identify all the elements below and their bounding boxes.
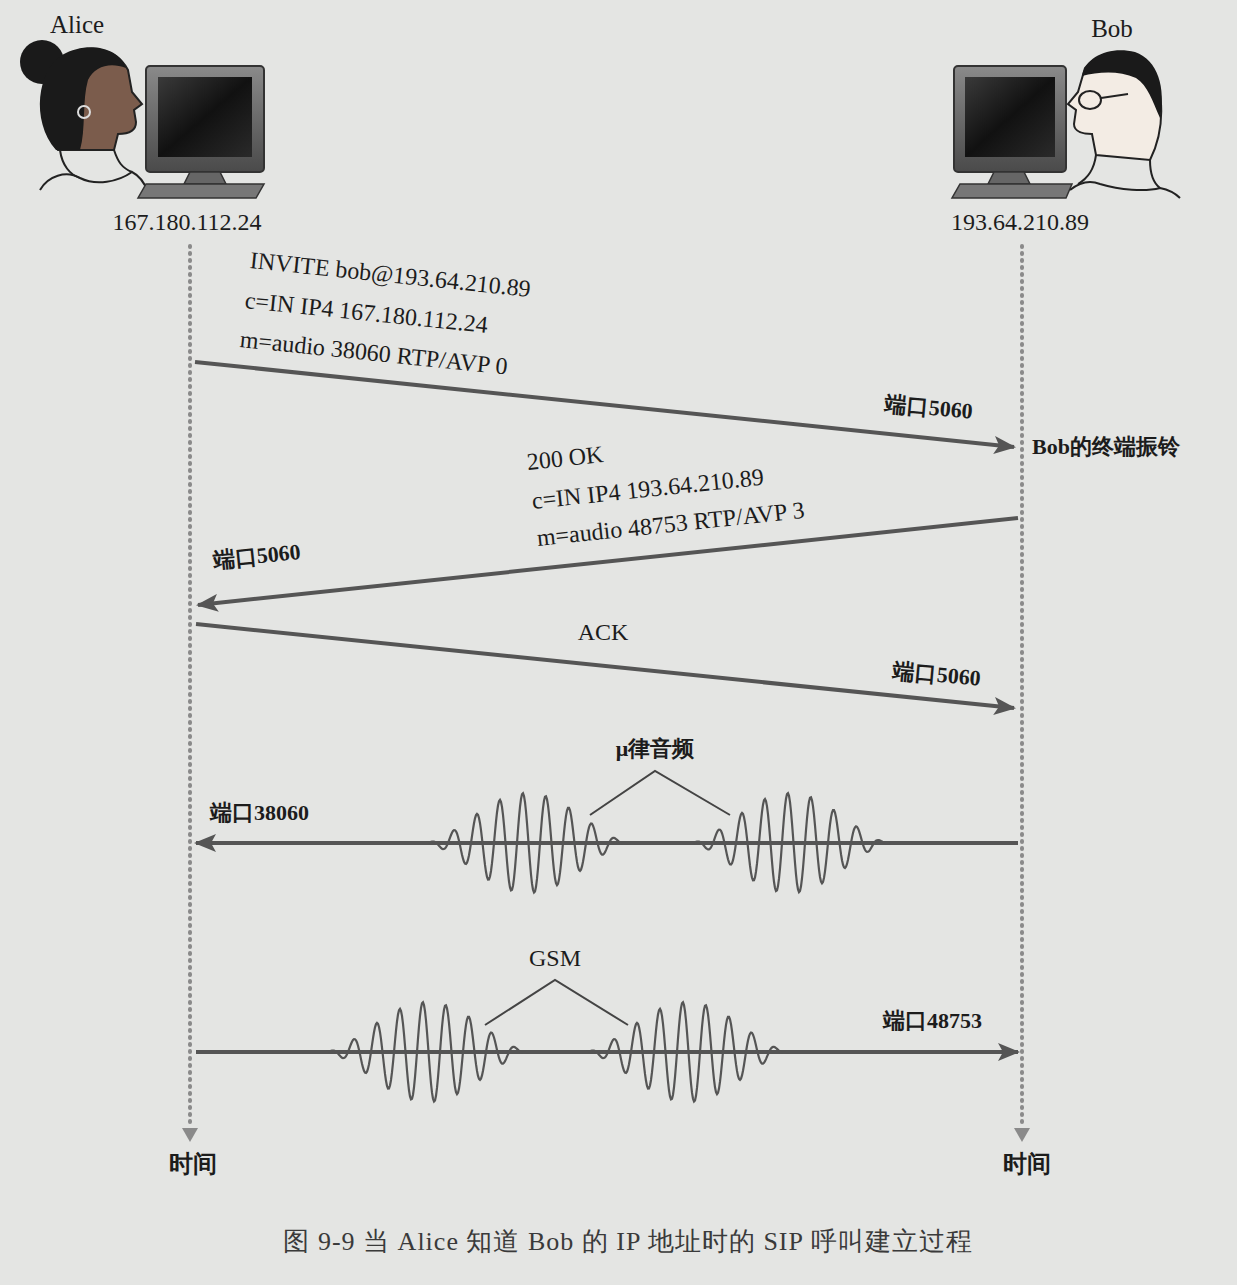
codec-label: μ律音频 [616, 736, 694, 762]
event-note: Bob的终端振铃 [1032, 434, 1180, 460]
port-label: 端口48753 [883, 1008, 982, 1034]
alice-figure [20, 40, 148, 192]
port-label: 端口5060 [884, 391, 974, 425]
lifeline [1014, 246, 1030, 1142]
alice-computer [138, 66, 264, 198]
figure-caption: 图 9-9 当 Alice 知道 Bob 的 IP 地址时的 SIP 呼叫建立过… [283, 1226, 972, 1257]
codec-label: GSM [529, 944, 581, 973]
sip-message: 200 OK [525, 440, 604, 477]
person-name: Alice [50, 10, 104, 40]
port-label: 端口5060 [892, 658, 982, 692]
ip-address: 193.64.210.89 [951, 208, 1089, 237]
leader-line [485, 980, 628, 1025]
audio-packet [325, 1002, 530, 1101]
lifeline [182, 246, 198, 1142]
media-arrow [196, 841, 1018, 845]
port-label: 端口5060 [212, 539, 302, 574]
sip-message: ACK [578, 618, 629, 647]
bob-computer [952, 66, 1072, 198]
person-name: Bob [1091, 14, 1133, 44]
time-axis-label: 时间 [1003, 1150, 1051, 1179]
message-arrow [195, 362, 1014, 447]
ip-address: 167.180.112.24 [112, 208, 261, 237]
time-axis-label: 时间 [169, 1150, 217, 1179]
port-label: 端口38060 [210, 800, 309, 826]
bob-figure [1068, 50, 1180, 198]
leader-line [590, 771, 730, 815]
